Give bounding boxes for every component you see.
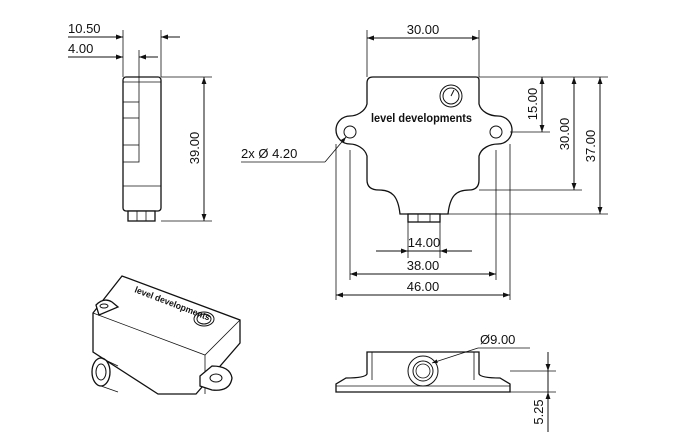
dim-bottom-14: 14.00 <box>408 235 441 250</box>
isometric-view: level developments <box>91 275 241 395</box>
front-view: Ø9.00 5.25 <box>335 332 556 432</box>
dim-holes: 2x Ø 4.20 <box>241 146 297 161</box>
side-view: 10.50 4.00 39.00 <box>68 21 212 222</box>
top-view: level developments 30.00 15.00 30.00 37.… <box>241 22 608 300</box>
dim-front-height: 5.25 <box>531 399 546 424</box>
dim-bottom-46: 46.00 <box>407 279 440 294</box>
dim-side-height: 39.00 <box>187 132 202 165</box>
dim-side-width-inner: 4.00 <box>68 41 93 56</box>
dim-right-30: 30.00 <box>557 118 572 151</box>
dim-top-width: 30.00 <box>407 22 440 37</box>
dim-side-width-total: 10.50 <box>68 21 101 36</box>
dim-bottom-38: 38.00 <box>407 258 440 273</box>
dim-right-37: 37.00 <box>583 130 598 163</box>
brand-label-top: level developments <box>371 111 472 125</box>
dim-connector-dia: Ø9.00 <box>480 332 515 347</box>
dim-right-15: 15.00 <box>525 88 540 121</box>
